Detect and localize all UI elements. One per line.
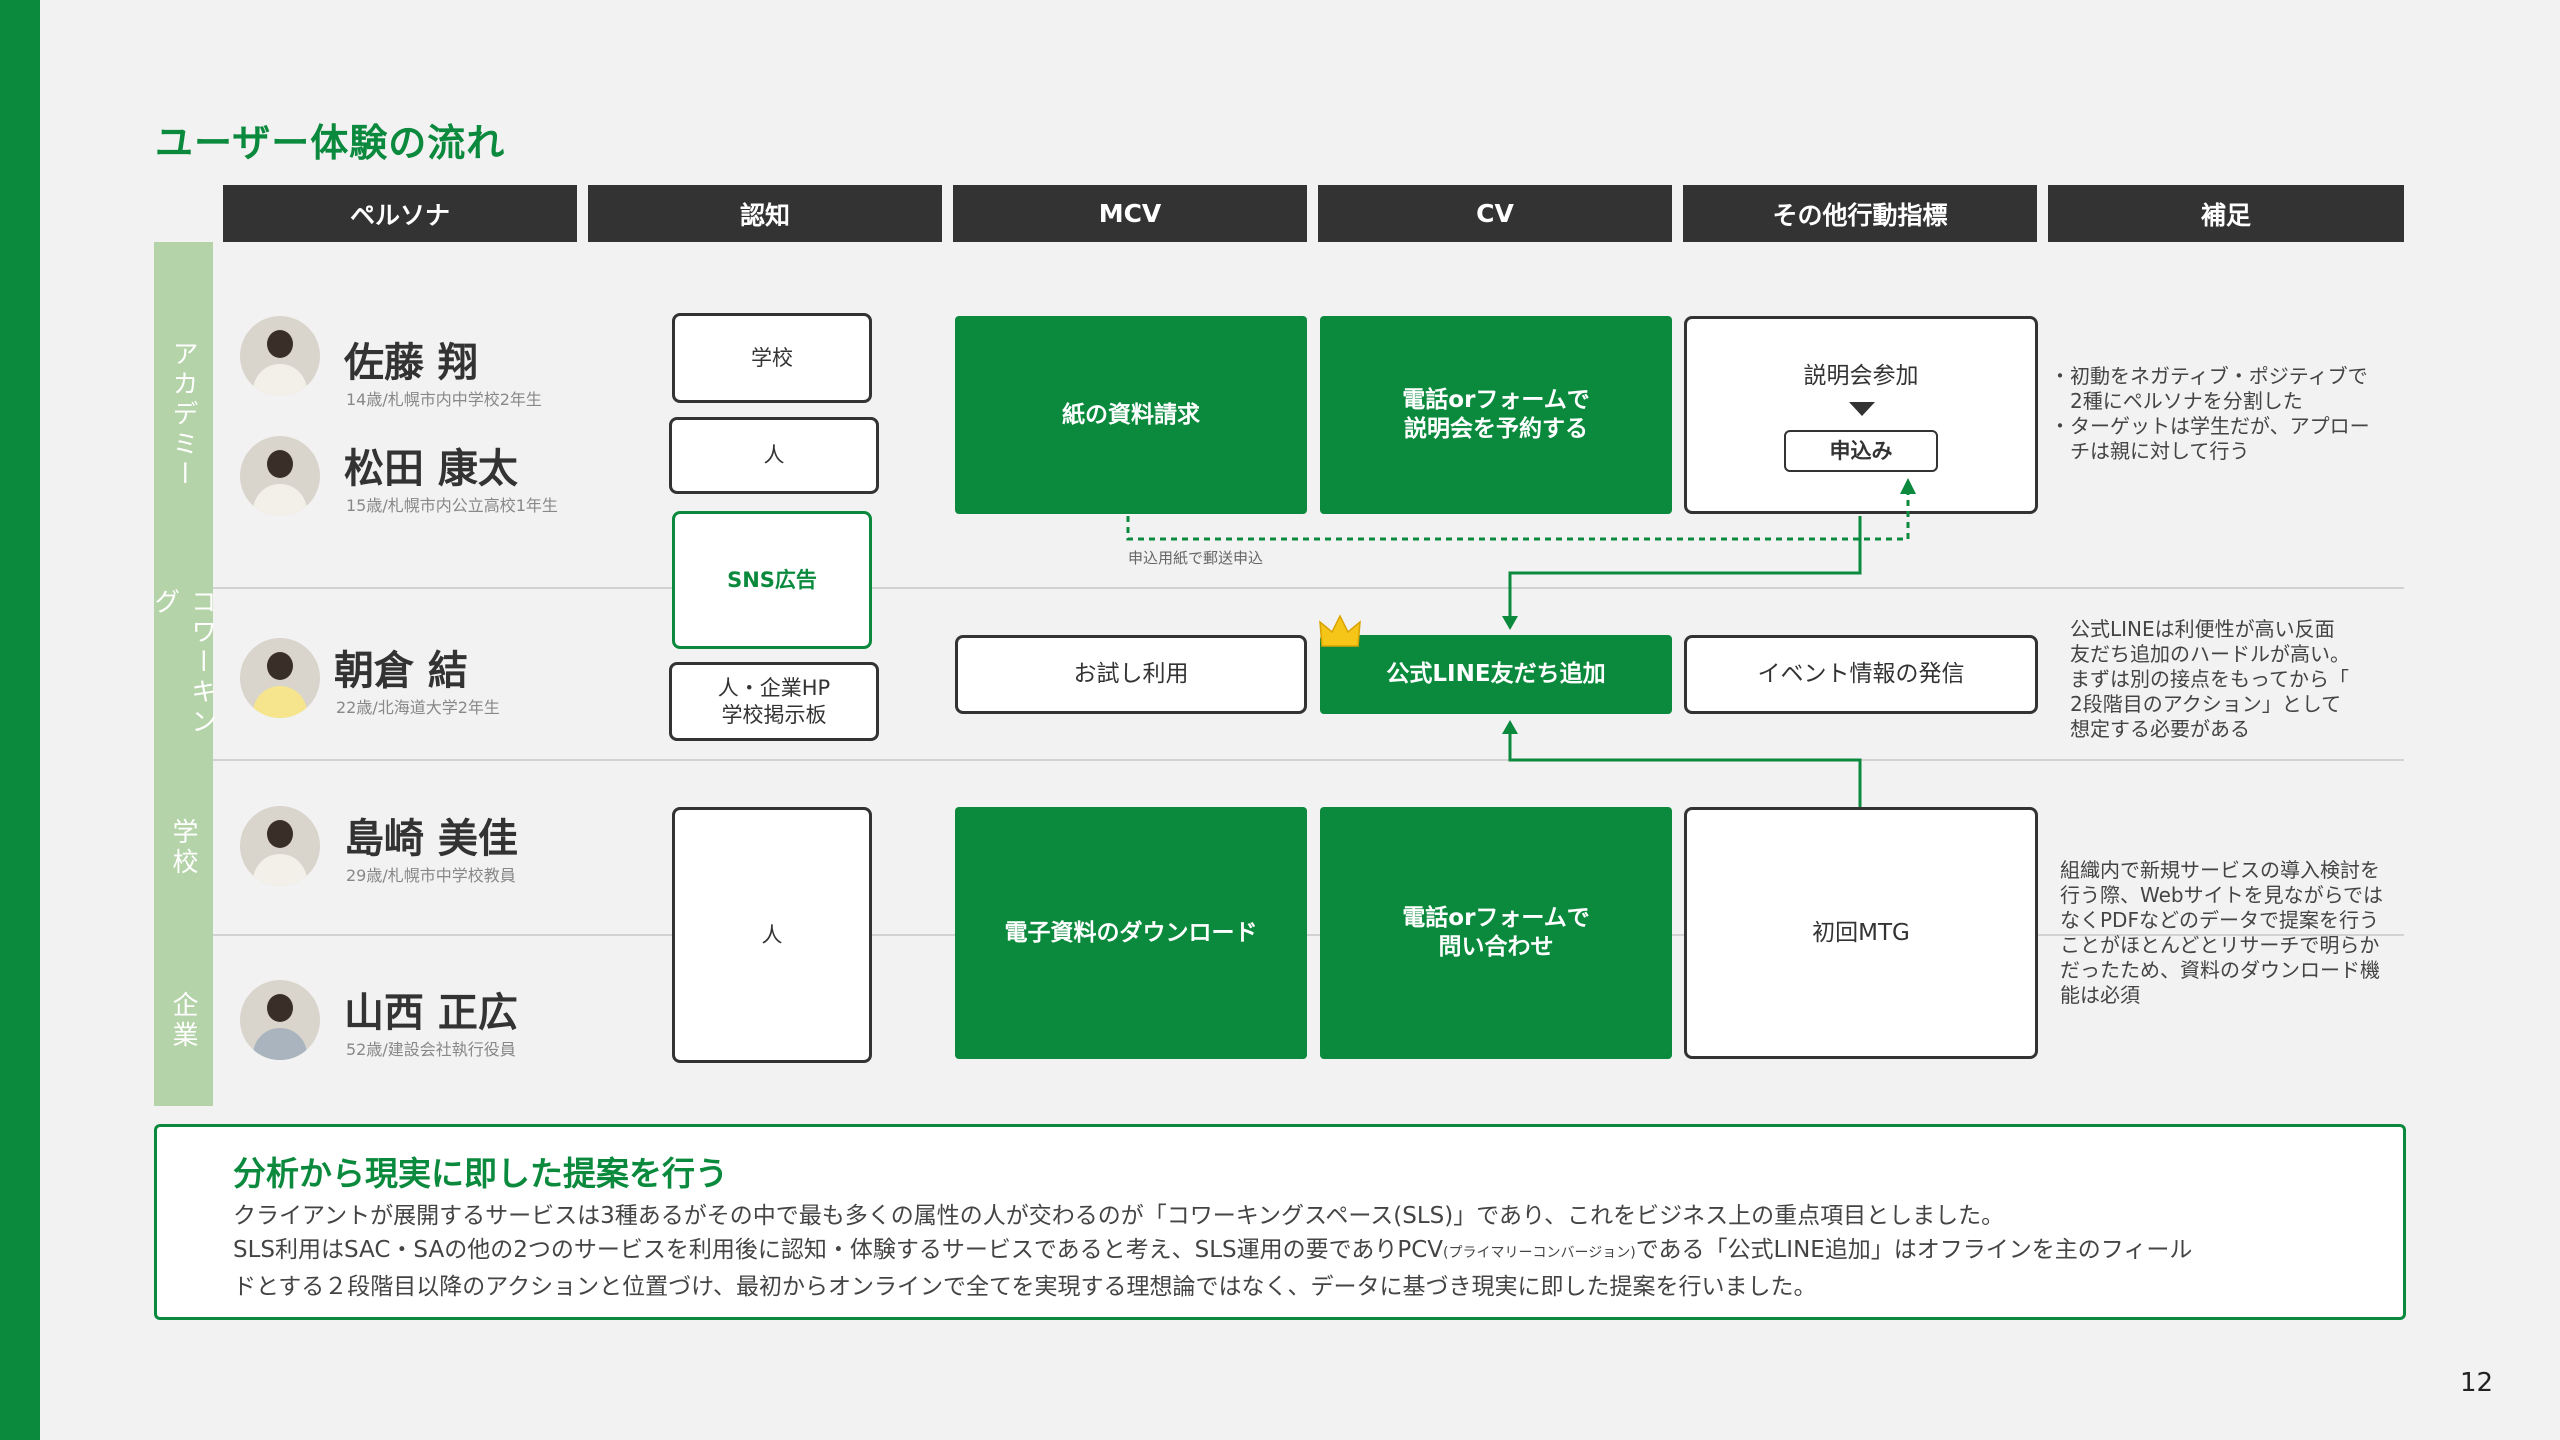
page-title: ユーザー体験の流れ xyxy=(155,121,506,165)
awareness-person: 人 xyxy=(669,417,879,494)
mcv-trial: お試し利用 xyxy=(955,635,1307,714)
apply-box: 申込み xyxy=(1784,430,1938,472)
segment-school: 学校 xyxy=(168,817,198,878)
note-coworking: 公式LINEは利便性が高い反面 友だち追加のハードルが高い。 まずは別の接点をも… xyxy=(2070,617,2350,741)
other-event-info: イベント情報の発信 xyxy=(1684,635,2038,714)
avatar xyxy=(240,806,320,886)
cv-booking: 電話orフォームで 説明会を予約する xyxy=(1320,316,1672,514)
col-header-cv: CV xyxy=(1318,185,1672,242)
cv-inquiry: 電話orフォームで 問い合わせ xyxy=(1320,807,1672,1059)
persona-profile: 22歳/北海道大学2年生 xyxy=(336,698,500,717)
flow-note: 申込用紙で郵送申込 xyxy=(1128,549,1264,567)
page-number: 12 xyxy=(2460,1368,2494,1398)
summary-box: 分析から現実に即した提案を行う クライアントが展開するサービスは3種あるがその中… xyxy=(154,1124,2406,1320)
awareness-school: 学校 xyxy=(672,313,872,403)
mcv-doc-download: 電子資料のダウンロード xyxy=(955,807,1307,1059)
segment-academy: アカデミー xyxy=(168,340,198,490)
persona-profile: 15歳/札幌市内公立高校1年生 xyxy=(346,496,558,515)
summary-body: クライアントが展開するサービスは3種あるがその中で最も多くの属性の人が交わるのが… xyxy=(233,1203,2193,1300)
note-academy: ・初動をネガティブ・ポジティブで 2種にペルソナを分割した ・ターゲットは学生だ… xyxy=(2050,364,2370,463)
summary-title: 分析から現実に即した提案を行う xyxy=(233,1154,728,1193)
avatar xyxy=(240,638,320,718)
avatar xyxy=(240,980,320,1060)
caret-down-icon xyxy=(1849,402,1875,416)
persona-profile: 29歳/札幌市中学校教員 xyxy=(346,866,516,885)
segment-sidebar: アカデミー コワーキング 学校 企業 xyxy=(149,242,217,1106)
awareness-hp-board: 人・企業HP 学校掲示板 xyxy=(669,662,879,741)
persona-name: 佐藤 翔 xyxy=(344,340,478,386)
crown-icon xyxy=(1319,614,1361,647)
persona-name: 島崎 美佳 xyxy=(344,816,518,862)
awareness-sns-ad: SNS広告 xyxy=(672,511,872,649)
segment-enterprise: 企業 xyxy=(168,990,198,1051)
other-first-mtg: 初回MTG xyxy=(1684,807,2038,1059)
persona-name: 朝倉 結 xyxy=(334,648,468,694)
col-header-awareness: 認知 xyxy=(588,185,942,242)
col-header-other: その他行動指標 xyxy=(1683,185,2037,242)
persona-name: 松田 康太 xyxy=(344,446,518,492)
note-business: 組織内で新規サービスの導入検討を 行う際、Webサイトを見ながらでは なくPDF… xyxy=(2060,858,2384,1007)
briefing-title: 説明会参加 xyxy=(1803,363,1919,389)
segment-coworking: コワーキング xyxy=(149,588,217,738)
row-divider xyxy=(213,759,2404,761)
awareness-person-2: 人 xyxy=(672,807,872,1063)
row-divider xyxy=(213,934,2404,936)
avatar xyxy=(240,316,320,396)
cv-line-add: 公式LINE友だち追加 xyxy=(1320,635,1672,714)
other-briefing xyxy=(1684,316,2038,514)
summary-line-2: SLS利用はSAC・SAの他の2つのサービスを利用後に認知・体験するサービスであ… xyxy=(233,1237,2193,1263)
persona-profile: 14歳/札幌市内中学校2年生 xyxy=(346,390,542,409)
avatar xyxy=(240,436,320,516)
col-header-persona: ペルソナ xyxy=(223,185,577,242)
col-header-notes: 補足 xyxy=(2048,185,2404,242)
col-header-mcv: MCV xyxy=(953,185,1307,242)
mcv-paper-request: 紙の資料請求 xyxy=(955,316,1307,514)
row-divider xyxy=(213,587,2404,589)
persona-name: 山西 正広 xyxy=(344,990,518,1036)
left-accent-bar xyxy=(0,0,40,1440)
persona-profile: 52歳/建設会社執行役員 xyxy=(346,1040,516,1059)
